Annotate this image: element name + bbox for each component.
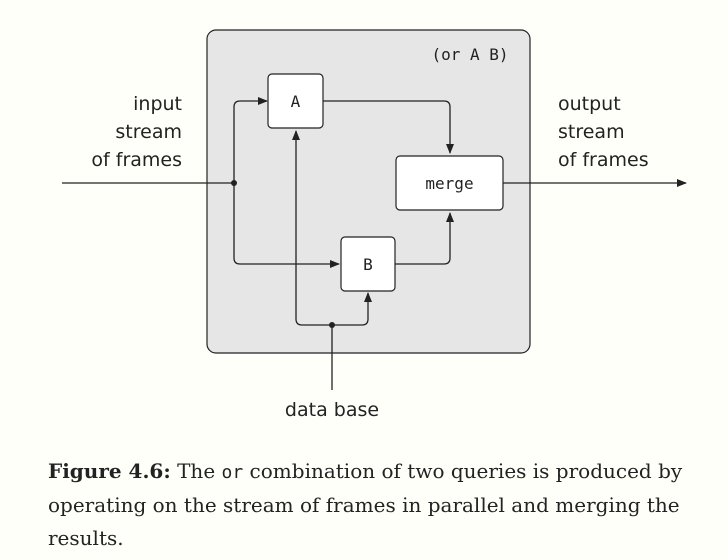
- query-box-b: B: [340, 236, 396, 292]
- merge-box-label: merge: [425, 174, 473, 193]
- figure-caption: Figure 4.6: The or combination of two qu…: [48, 455, 698, 555]
- merge-box: merge: [395, 155, 504, 211]
- caption-text-2: combination of two queries is produced b…: [48, 459, 683, 550]
- container-label: (or A B): [431, 45, 508, 64]
- output-label-line-1: output: [558, 93, 621, 115]
- caption-lead: Figure 4.6:: [48, 459, 171, 483]
- query-box-b-label: B: [363, 255, 373, 274]
- input-label-line-1: input: [133, 93, 182, 115]
- edge-input-to-a: [233, 97, 268, 183]
- input-label-line-2: stream: [115, 121, 182, 143]
- edge-database-to-a: [292, 130, 332, 326]
- query-box-a: A: [267, 73, 324, 129]
- input-label-line-3: of frames: [91, 149, 182, 171]
- query-box-a-label: A: [291, 92, 301, 111]
- edge-input-to-b: [233, 183, 340, 268]
- output-label-line-3: of frames: [558, 149, 649, 171]
- output-stream-label: output stream of frames: [558, 93, 649, 171]
- edge-a-to-merge: [323, 100, 454, 154]
- caption-code: or: [221, 462, 244, 483]
- or-combination-diagram: (or A B) A B merge input stream of frame…: [62, 29, 687, 421]
- edge-database-to-b: [332, 292, 372, 326]
- input-stream-label: input stream of frames: [91, 93, 182, 171]
- output-label-line-2: stream: [558, 121, 625, 143]
- edge-b-to-merge: [395, 212, 454, 265]
- database-label: data base: [285, 399, 379, 421]
- caption-text-1: The: [170, 459, 222, 483]
